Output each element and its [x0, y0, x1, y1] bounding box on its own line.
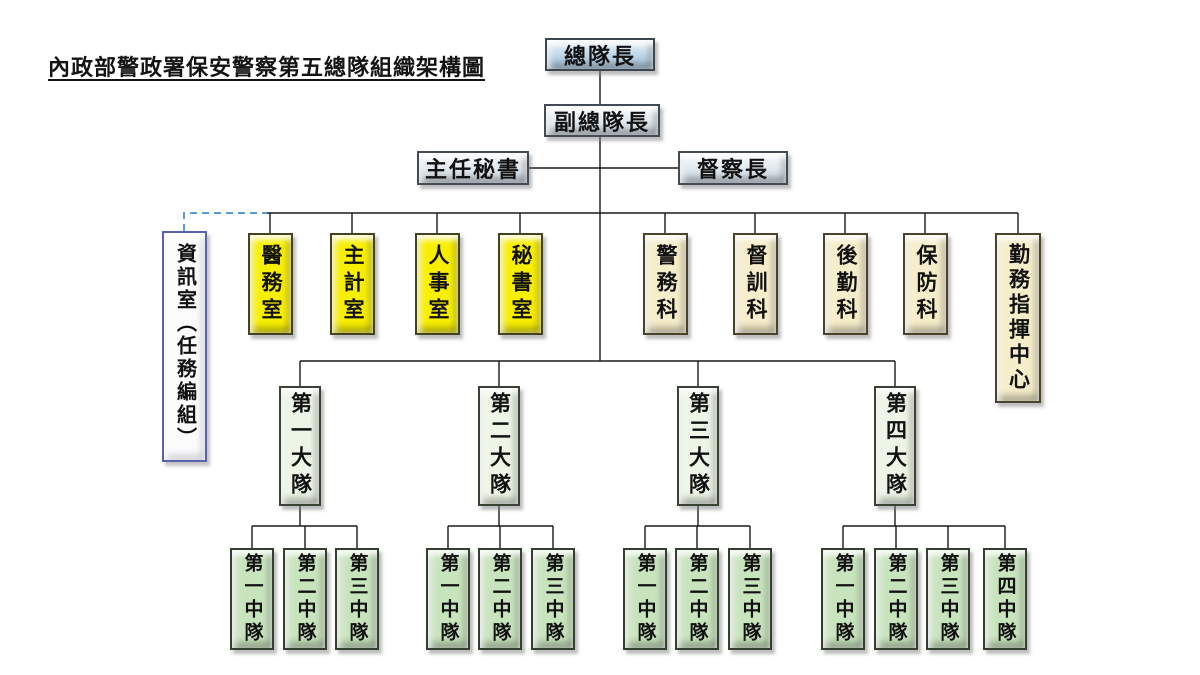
- node-section-security: 保防科: [903, 233, 948, 335]
- node-battalion-3-squadron-2: 第二中隊: [675, 548, 719, 650]
- node-label: 第二中隊: [489, 553, 511, 645]
- node-chief-secretary: 主任秘書: [417, 151, 529, 185]
- node-battalion-2-squadron-2: 第二中隊: [478, 548, 522, 650]
- node-label: 第二中隊: [294, 553, 316, 645]
- node-info-room-task-force: 資訊室（任務編組）: [162, 231, 207, 462]
- node-label: 督察長: [696, 157, 769, 182]
- node-battalion-4-squadron-2: 第二中隊: [874, 548, 918, 650]
- node-label: 第一中隊: [634, 553, 656, 645]
- node-label: 第一中隊: [437, 553, 459, 645]
- node-label: 資訊室（任務編組）: [173, 243, 196, 450]
- node-label: 秘書室: [509, 243, 533, 325]
- node-label: 第一中隊: [832, 553, 854, 645]
- node-battalion-1-squadron-2: 第二中隊: [283, 548, 327, 650]
- node-label: 警務科: [654, 243, 678, 325]
- node-battalion-4-squadron-3: 第三中隊: [926, 548, 970, 650]
- node-label: 第三中隊: [739, 553, 761, 645]
- node-battalion-1-squadron-1: 第一中隊: [230, 548, 274, 650]
- node-battalion-2: 第二大隊: [478, 386, 520, 506]
- node-label: 第四中隊: [994, 553, 1016, 645]
- node-label: 主計室: [341, 243, 365, 325]
- node-label: 第三中隊: [346, 553, 368, 645]
- page-title: 內政部警政署保安警察第五總隊組織架構圖: [48, 55, 486, 80]
- node-label: 第三大隊: [686, 392, 711, 500]
- node-label: 第一中隊: [241, 553, 263, 645]
- node-section-police-affairs: 警務科: [643, 233, 688, 335]
- node-label: 第二中隊: [686, 553, 708, 645]
- node-label: 醫務室: [259, 243, 283, 325]
- node-battalion-2-squadron-1: 第一中隊: [426, 548, 470, 650]
- node-label: 人事室: [426, 243, 450, 325]
- node-office-secretariat: 秘書室: [498, 233, 543, 335]
- node-battalion-4-squadron-1: 第一中隊: [821, 548, 865, 650]
- node-label: 第三中隊: [542, 553, 564, 645]
- node-label: 第四大隊: [883, 392, 908, 500]
- node-label: 後勤科: [834, 243, 858, 325]
- node-label: 第三中隊: [937, 553, 959, 645]
- node-label: 副總隊長: [553, 109, 650, 135]
- node-office-accounting: 主計室: [330, 233, 375, 335]
- node-office-medical: 醫務室: [248, 233, 293, 335]
- node-label: 第一大隊: [288, 392, 313, 500]
- node-label: 第二中隊: [885, 553, 907, 645]
- node-battalion-3: 第三大隊: [677, 386, 719, 506]
- node-label: 總隊長: [563, 43, 636, 69]
- node-label: 保防科: [914, 243, 938, 325]
- node-label: 督訓科: [744, 243, 768, 325]
- node-label: 勤務指揮中心: [1006, 243, 1031, 393]
- node-office-personnel: 人事室: [415, 233, 460, 335]
- node-battalion-3-squadron-3: 第三中隊: [728, 548, 772, 650]
- node-deputy-commander: 副總隊長: [544, 104, 660, 137]
- node-section-supervision-training: 督訓科: [733, 233, 778, 335]
- node-battalion-4-squadron-4: 第四中隊: [983, 548, 1027, 650]
- node-section-logistics: 後勤科: [823, 233, 868, 335]
- node-label: 第二大隊: [487, 392, 512, 500]
- node-battalion-4: 第四大隊: [874, 386, 916, 506]
- node-battalion-1-squadron-3: 第三中隊: [335, 548, 379, 650]
- node-duty-command-center: 勤務指揮中心: [995, 233, 1041, 403]
- node-battalion-3-squadron-1: 第一中隊: [623, 548, 667, 650]
- node-battalion-1: 第一大隊: [279, 386, 321, 506]
- node-label: 主任秘書: [424, 157, 521, 182]
- node-battalion-2-squadron-3: 第三中隊: [531, 548, 575, 650]
- node-inspector-general: 督察長: [678, 151, 788, 185]
- node-commander: 總隊長: [545, 38, 655, 71]
